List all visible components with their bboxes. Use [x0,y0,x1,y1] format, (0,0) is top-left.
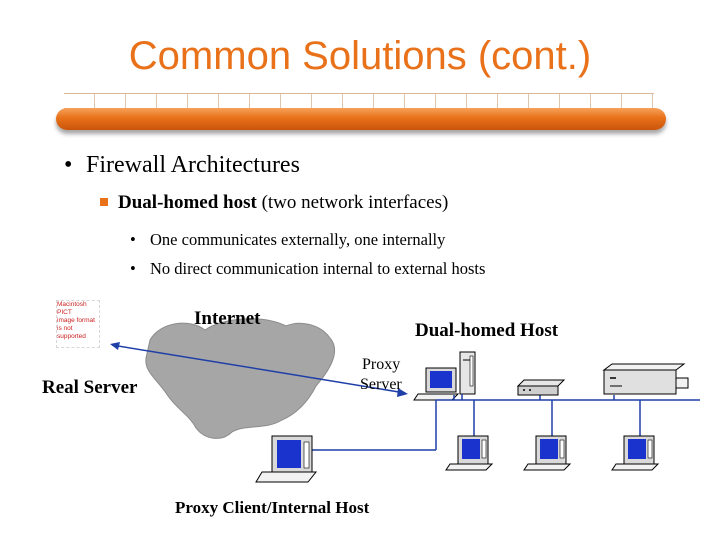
slide-title: Common Solutions (cont.) [128,34,592,78]
bullet-level2-bold-text: Dual-homed host [118,192,257,213]
internal-computer-icon [445,435,494,471]
proxy-client-label: Proxy Client/Internal Host [175,498,370,517]
bullet-level3-item: •One communicates externally, one intern… [130,225,485,254]
title-underline-bar [56,108,666,130]
bullet-level2: Dual-homed host (two network interfaces) [100,192,448,214]
bullet-level3-list: •One communicates externally, one intern… [130,225,485,283]
bullet-level2-text: (two network interfaces) [256,192,449,213]
bullet-dot-icon: • [130,230,136,249]
unsupported-image-placeholder: Macintosh PICT image format is not suppo… [56,300,100,348]
bullet-dot-icon: • [64,152,73,178]
square-bullet-icon [100,198,108,206]
bullet-level1-text: Firewall Architectures [86,152,300,178]
external-link-arrow [110,342,408,397]
proxy-server-label-line2: Server [360,376,402,393]
proxy-server-label-line1: Proxy [362,356,401,373]
internet-label: Internet [194,308,261,329]
bullet-dot-icon: • [130,259,136,278]
proxy-client-computer-icon [255,435,318,483]
printer-icon [602,363,689,395]
internal-computer-icon [523,435,572,471]
internal-network-wiring [304,394,700,451]
real-server-label: Real Server [42,377,138,398]
bullet-level3-item: •No direct communication internal to ext… [130,254,485,283]
network-hub-icon [516,379,566,396]
internal-computer-icon [611,435,660,471]
internet-cloud-shape [145,318,336,439]
dual-homed-host-computer-icon [413,351,476,401]
bullet-level1: • Firewall Architectures [64,152,300,179]
dual-homed-host-label: Dual-homed Host [415,320,559,341]
